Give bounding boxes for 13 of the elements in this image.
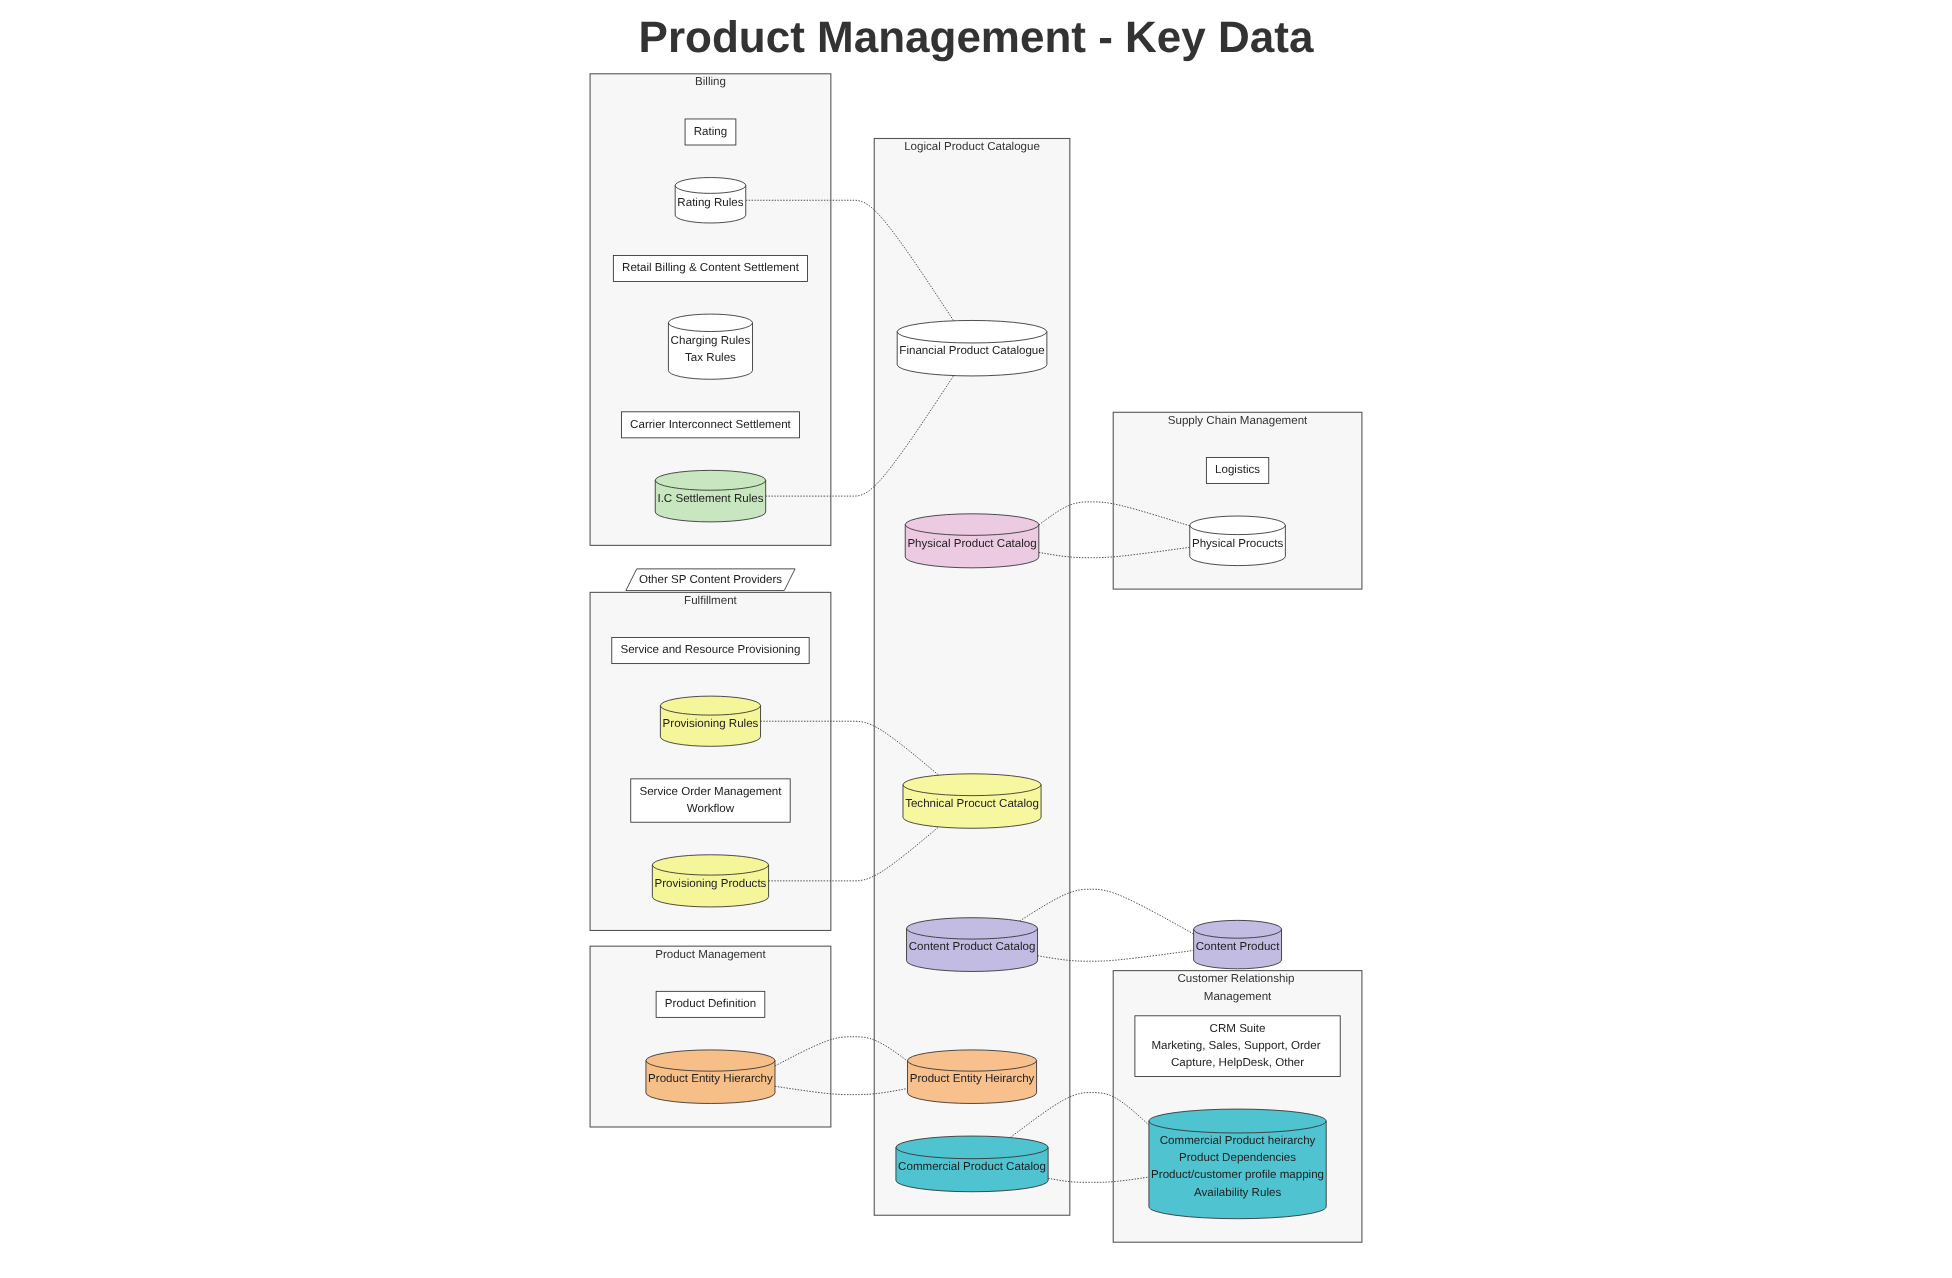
connector (1038, 546, 1191, 559)
connector (1038, 501, 1191, 527)
connector (745, 199, 955, 322)
connector (1047, 1176, 1150, 1183)
connector (1009, 1092, 1150, 1139)
connector (768, 826, 940, 882)
connector (760, 720, 940, 776)
connector (765, 375, 955, 497)
connector (1037, 950, 1195, 962)
diagram-title: Product Management - Key Data (636, 12, 1316, 64)
connector (1019, 888, 1195, 935)
connector (774, 1036, 908, 1067)
connector (774, 1085, 908, 1096)
